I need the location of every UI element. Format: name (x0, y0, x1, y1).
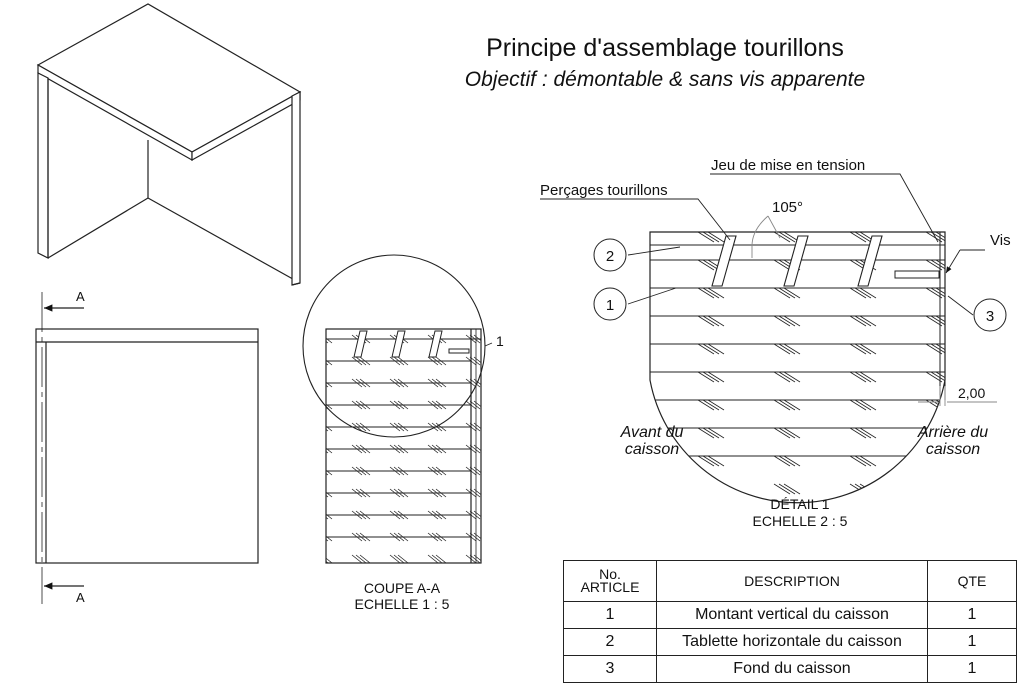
balloon-3-label: 3 (986, 308, 994, 325)
front-view (35, 292, 259, 604)
detail-reference: 1 (496, 333, 504, 349)
balloon-3: 3 (973, 298, 1007, 332)
screw (894, 270, 940, 279)
section-marker-top: A (76, 289, 85, 304)
detail-view-scale: ECHELLE 2 : 5 (753, 513, 848, 529)
section-marker-bottom: A (76, 590, 85, 605)
bom-cell-qty: 1 (927, 628, 1017, 656)
bom-cell-no: 3 (563, 655, 657, 683)
bom-cell-no: 2 (563, 628, 657, 656)
detail-dowels (711, 235, 883, 287)
back-label-line2: caisson (926, 441, 980, 458)
balloon-2: 2 (593, 238, 627, 272)
bom-header-description: DESCRIPTION (656, 560, 928, 602)
balloon-2-label: 2 (606, 248, 614, 265)
bom-header-no-line1: No. (599, 566, 621, 582)
back-label-line1: Arrière du (917, 424, 988, 441)
balloon-1: 1 (593, 287, 627, 321)
bom-row: 3 Fond du caisson 1 (563, 655, 1017, 683)
front-label-line2: caisson (625, 441, 679, 458)
bom-header-row: No. ARTICLE DESCRIPTION QTE (563, 560, 1017, 602)
bom-header-no: No. ARTICLE (563, 560, 657, 602)
isometric-view (36, 3, 302, 286)
detail-view-name: DÉTAIL 1 (770, 496, 829, 512)
section-view-name: COUPE A-A (364, 580, 441, 596)
bom-row: 2 Tablette horizontale du caisson 1 (563, 628, 1017, 656)
label-drillings: Perçages tourillons (540, 182, 668, 199)
bom-cell-description: Fond du caisson (656, 655, 928, 683)
bom-cell-description: Tablette horizontale du caisson (656, 628, 928, 656)
detail-leaders (540, 173, 997, 406)
section-dowels (353, 330, 443, 358)
drawing-title: Principe d'assemblage tourillons (486, 34, 844, 62)
detail-view (649, 231, 946, 504)
bom-header-no-line2: ARTICLE (580, 579, 640, 595)
label-screw: Vis (990, 232, 1011, 249)
front-label-line1: Avant du (620, 424, 684, 441)
angle-dimension: 105° (772, 199, 803, 216)
gap-dimension: 2,00 (958, 385, 985, 401)
bom-cell-description: Montant vertical du caisson (656, 601, 928, 629)
section-view-scale: ECHELLE 1 : 5 (355, 596, 450, 612)
bill-of-materials: No. ARTICLE DESCRIPTION QTE 1 Montant ve… (563, 560, 1017, 683)
balloon-1-label: 1 (606, 297, 614, 314)
section-boards (326, 338, 481, 538)
bom-cell-no: 1 (563, 601, 657, 629)
drawing-subtitle: Objectif : démontable & sans vis apparen… (464, 68, 866, 91)
bom-row: 1 Montant vertical du caisson 1 (563, 601, 1017, 629)
bom-cell-qty: 1 (927, 655, 1017, 683)
bom-header-qty: QTE (927, 560, 1017, 602)
bom-cell-qty: 1 (927, 601, 1017, 629)
label-tension: Jeu de mise en tension (711, 157, 865, 174)
section-view (302, 254, 493, 564)
